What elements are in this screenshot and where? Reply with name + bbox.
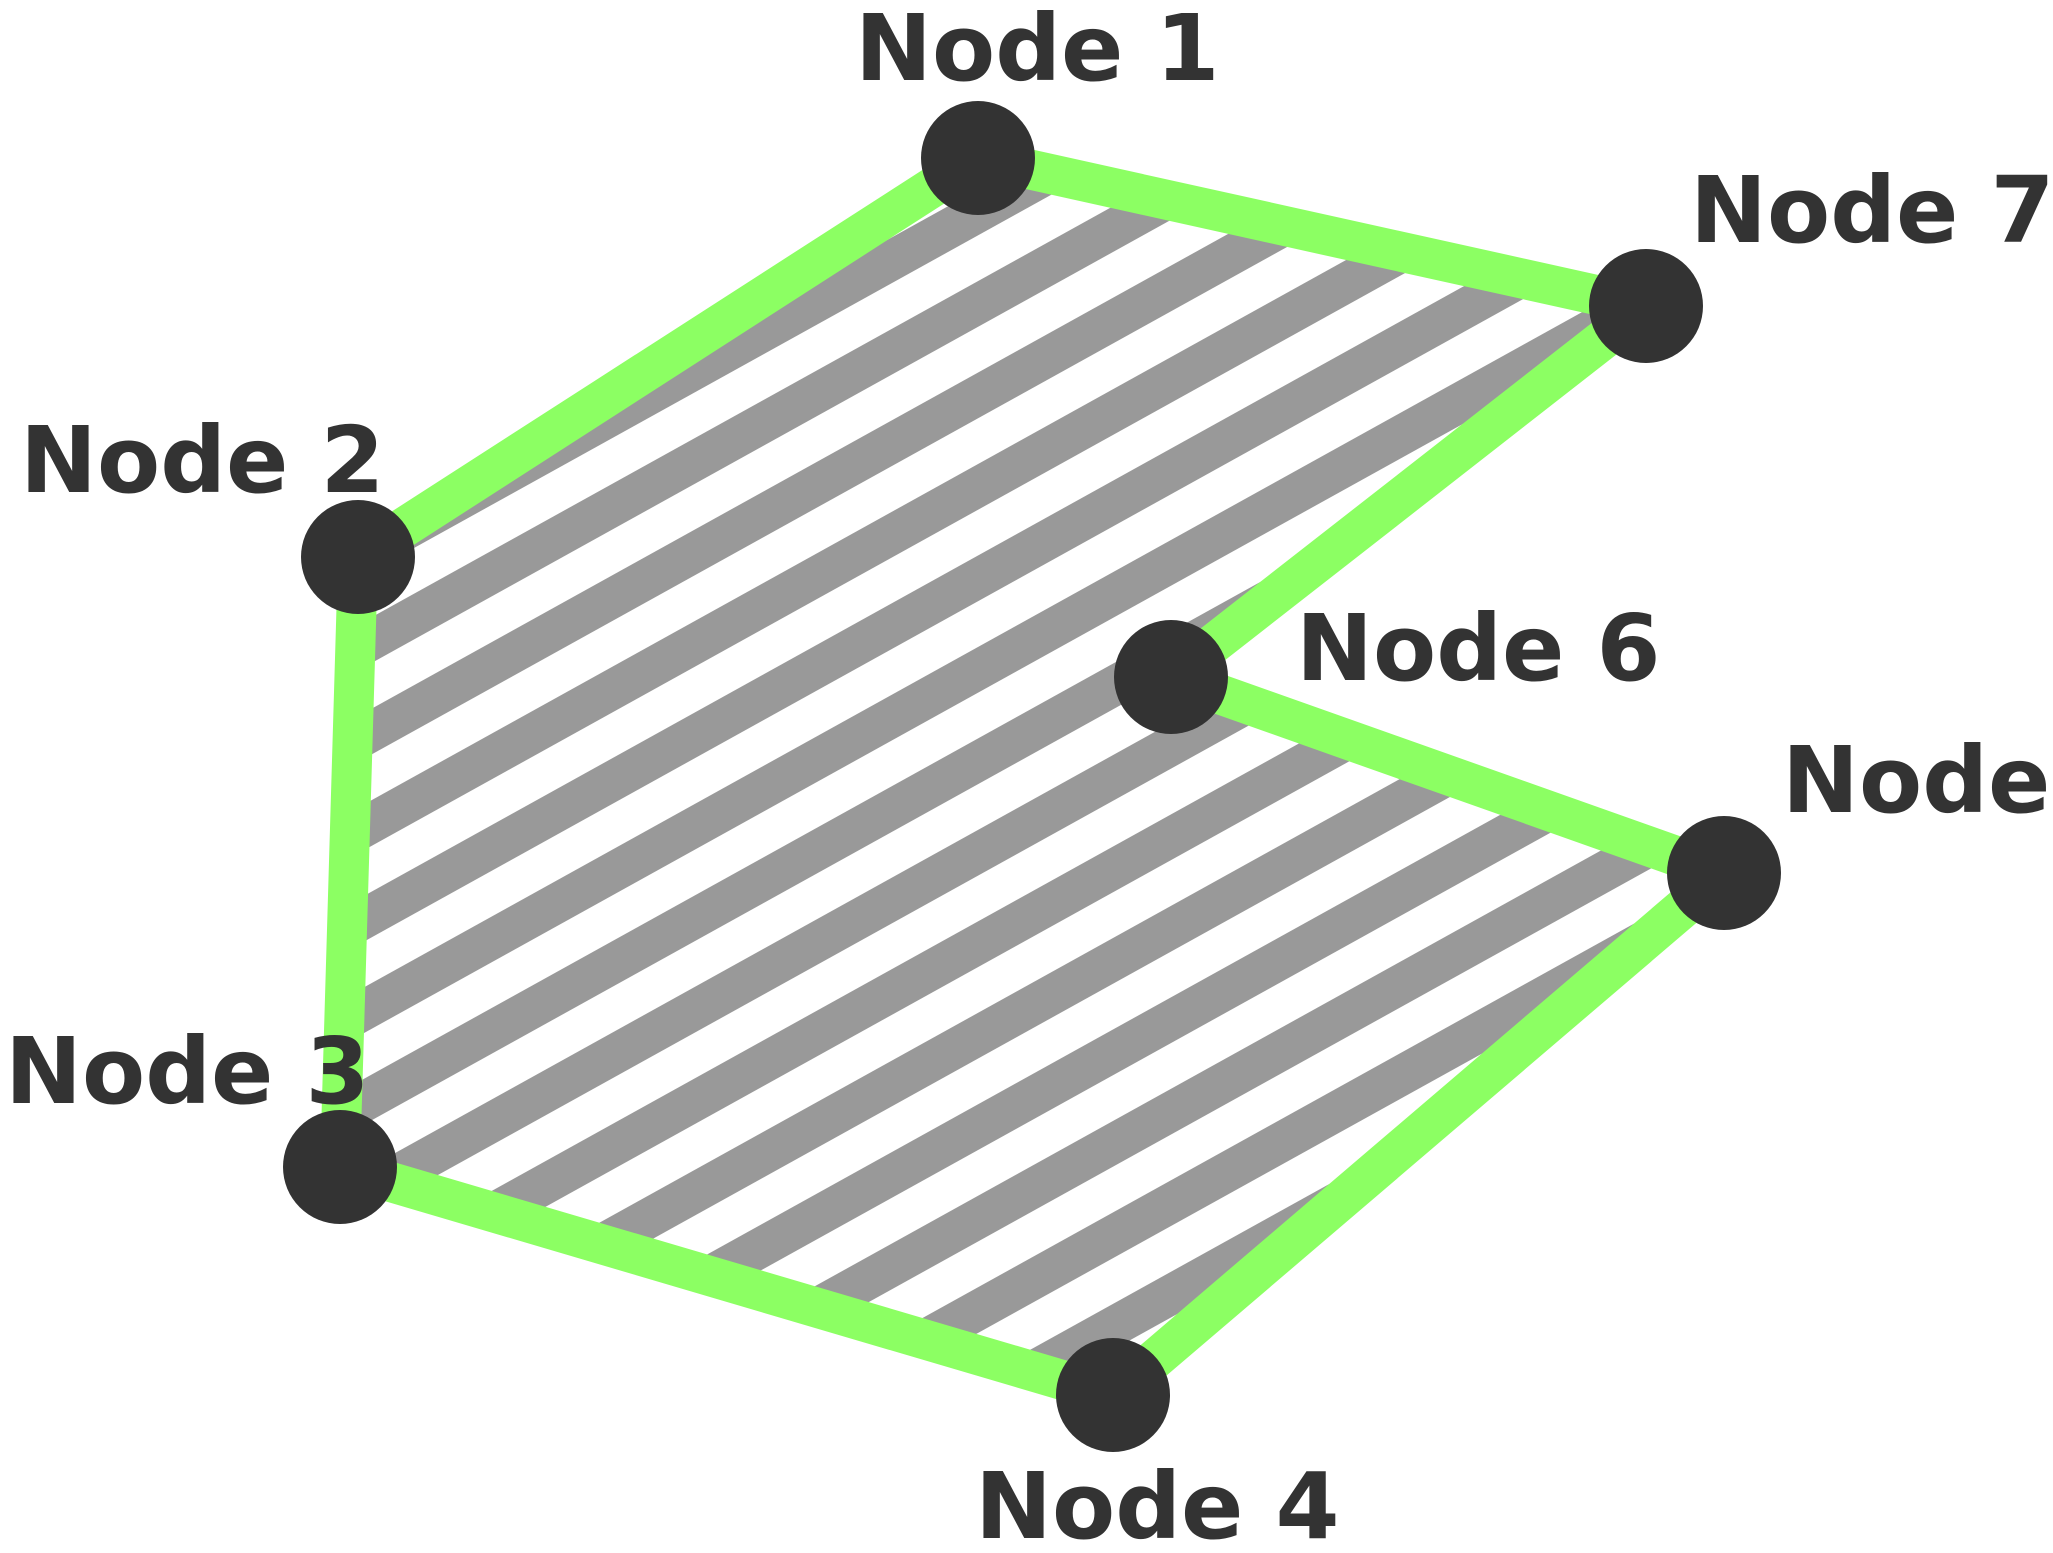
edge-n6-n7 xyxy=(1151,286,1666,697)
node-4-circle[interactable] xyxy=(1056,1338,1170,1452)
nodes-group xyxy=(283,101,1781,1452)
edge-n1-n2 xyxy=(338,138,998,577)
node-5-circle[interactable] xyxy=(1667,816,1781,930)
node-6-label: Node 6 xyxy=(1296,595,1661,702)
edge-n2-n3 xyxy=(320,537,378,1187)
edge-n3-n4 xyxy=(320,1147,1133,1415)
hatched-region xyxy=(340,158,1724,1395)
edge-n4-n5 xyxy=(1093,853,1744,1415)
node-7-label: Node 7 xyxy=(1690,157,2053,264)
node-5-label: Node 5 xyxy=(1782,727,2053,834)
edge-n7-n1 xyxy=(958,138,1666,326)
node-6-circle[interactable] xyxy=(1114,620,1228,734)
node-2-circle[interactable] xyxy=(301,500,415,614)
node-2-label: Node 2 xyxy=(20,407,385,514)
node-3-label: Node 3 xyxy=(5,1018,370,1125)
node-4-label: Node 4 xyxy=(975,1453,1340,1553)
node-3-circle[interactable] xyxy=(283,1110,397,1224)
node-7-circle[interactable] xyxy=(1589,249,1703,363)
labels-group: Node 1 Node 2 Node 3 Node 4 Node 5 Node … xyxy=(5,0,2053,1553)
node-1-label: Node 1 xyxy=(855,0,1220,102)
edge-n5-n6 xyxy=(1151,657,1744,893)
edges-group xyxy=(320,138,1744,1415)
node-1-circle[interactable] xyxy=(921,101,1035,215)
